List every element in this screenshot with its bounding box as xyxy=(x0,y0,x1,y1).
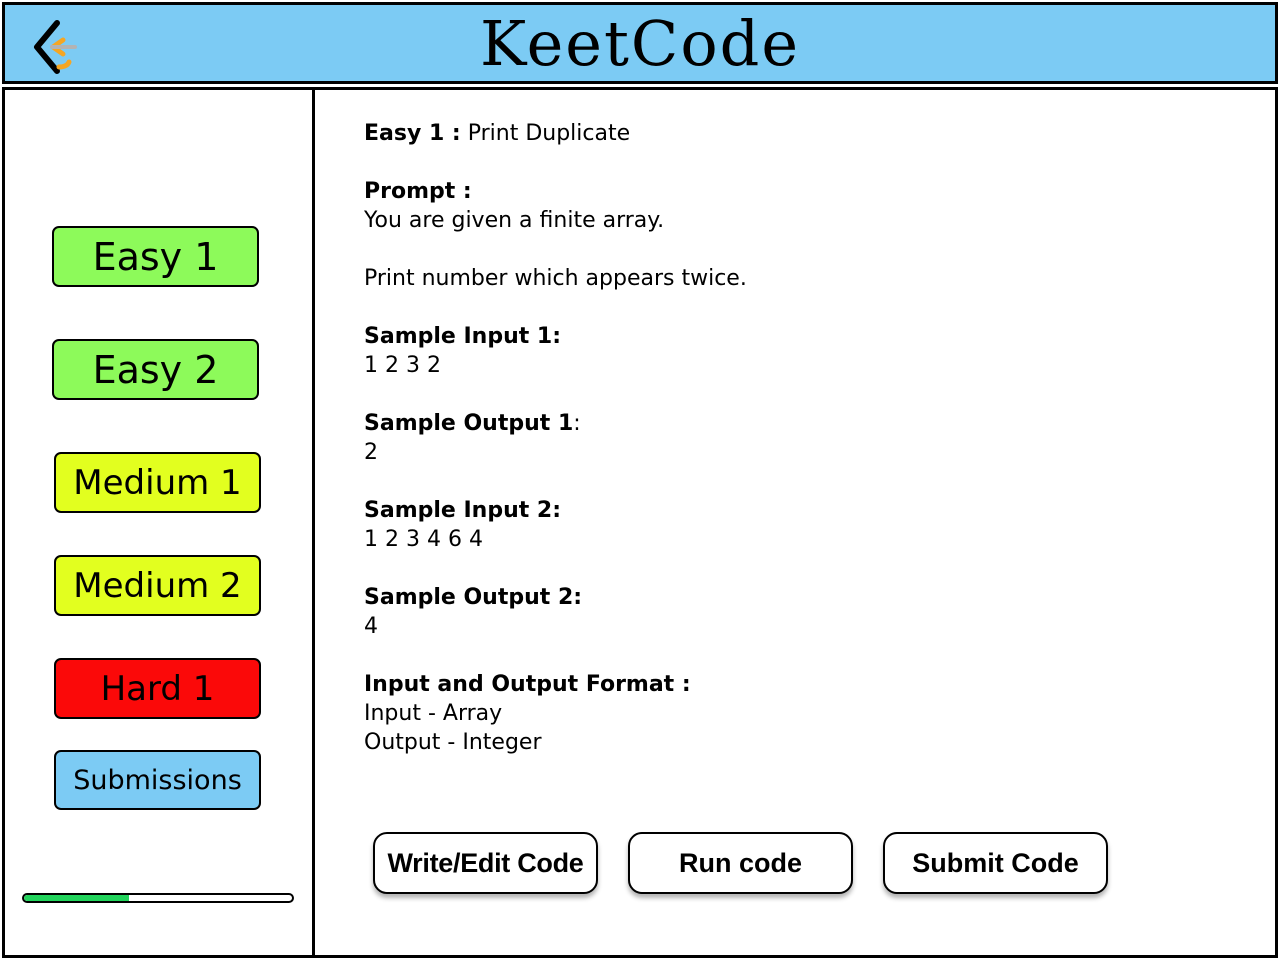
sample-output-1-colon: : xyxy=(573,411,581,436)
keetcode-logo-icon[interactable] xyxy=(27,17,83,77)
sample-input-1-value: 1 2 3 2 xyxy=(364,353,441,378)
format-output: Output - Integer xyxy=(364,730,542,755)
problem-level: Easy 1 : xyxy=(364,121,461,146)
prompt-text-line-1: You are given a finite array. xyxy=(364,208,665,233)
problem-panel: Easy 1 : Print Duplicate Prompt : You ar… xyxy=(315,87,1278,958)
sidebar-item-medium-2[interactable]: Medium 2 xyxy=(54,555,261,616)
problem-title: Print Duplicate xyxy=(467,121,631,146)
sample-output-1-heading: Sample Output 1: xyxy=(364,409,1184,438)
sidebar-item-hard-1[interactable]: Hard 1 xyxy=(54,658,261,719)
sample-input-2-value: 1 2 3 4 6 4 xyxy=(364,527,483,552)
run-code-button[interactable]: Run code xyxy=(628,832,853,894)
submit-code-button[interactable]: Submit Code xyxy=(883,832,1108,894)
sample-input-1-label: Sample Input 1: xyxy=(364,324,562,349)
sidebar-item-medium-1[interactable]: Medium 1 xyxy=(54,452,261,513)
sidebar-item-easy-2[interactable]: Easy 2 xyxy=(52,339,259,400)
format-label: Input and Output Format : xyxy=(364,672,691,697)
sample-input-2-label: Sample Input 2: xyxy=(364,498,562,523)
prompt-text-line-2: Print number which appears twice. xyxy=(364,266,747,291)
sample-output-1-value: 2 xyxy=(364,440,378,465)
sample-output-2-value: 4 xyxy=(364,614,378,639)
sidebar-item-easy-1[interactable]: Easy 1 xyxy=(52,226,259,287)
problem-content: Easy 1 : Print Duplicate Prompt : You ar… xyxy=(364,119,1184,757)
app-header: KeetCode xyxy=(2,2,1278,84)
sidebar-item-submissions[interactable]: Submissions xyxy=(54,750,261,810)
write-edit-code-button[interactable]: Write/Edit Code xyxy=(373,832,598,894)
prompt-label: Prompt : xyxy=(364,179,472,204)
sample-output-2-label: Sample Output 2: xyxy=(364,585,583,610)
sidebar: Easy 1 Easy 2 Medium 1 Medium 2 Hard 1 S… xyxy=(2,87,315,958)
sample-output-1-label: Sample Output 1 xyxy=(364,411,574,436)
app-title: KeetCode xyxy=(479,7,801,80)
progress-bar-fill xyxy=(24,895,129,901)
format-input: Input - Array xyxy=(364,701,503,726)
problem-heading: Easy 1 : Print Duplicate xyxy=(364,119,1184,148)
progress-bar xyxy=(22,893,294,903)
